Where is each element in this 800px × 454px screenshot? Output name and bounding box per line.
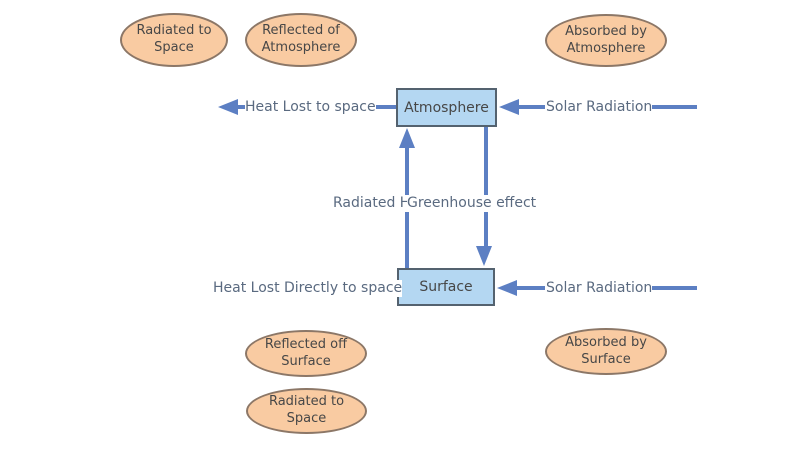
heat-lost-to-space-line <box>236 105 245 109</box>
radiated-heat-arrowhead-icon <box>399 128 415 148</box>
solar-radiation-top-arrowhead-icon <box>499 99 519 115</box>
solar-radiation-top-line <box>647 105 697 109</box>
ellipse-radiated-to-space-bottom: Radiated to Space <box>246 388 367 434</box>
ellipse-reflected-of-atmosphere: Reflected of Atmosphere <box>245 13 357 67</box>
greenhouse-effect-label: Greenhouse effect <box>407 195 537 212</box>
greenhouse-effect-line <box>484 127 488 247</box>
solar-radiation-top-line <box>518 105 545 109</box>
surface-node-label: Surface <box>419 279 473 295</box>
solar-radiation-bottom-arrowhead-icon <box>497 280 517 296</box>
solar-radiation-top-label: Solar Radiation <box>546 99 653 116</box>
ellipse-label: Radiated to Space <box>268 394 345 426</box>
ellipse-label: Absorbed by Surface <box>565 334 647 367</box>
solar-radiation-bottom-line <box>647 286 697 290</box>
ellipse-reflected-off-surface: Reflected off Surface <box>245 330 367 377</box>
heat-lost-to-space-line <box>368 105 396 109</box>
greenhouse-effect-arrowhead-icon <box>476 246 492 266</box>
heat-lost-to-space-arrowhead-icon <box>218 99 238 115</box>
heat-lost-to-space-label: Heat Lost to space <box>245 99 376 116</box>
heat-lost-directly-label: Heat Lost Directly to space <box>213 280 403 297</box>
surface-node: Surface <box>397 268 495 306</box>
ellipse-absorbed-by-atmosphere: Absorbed by Atmosphere <box>545 14 667 67</box>
ellipse-radiated-to-space-top: Radiated to Space <box>120 13 228 67</box>
ellipse-label: Absorbed by Atmosphere <box>565 23 647 56</box>
atmosphere-node: Atmosphere <box>396 88 497 127</box>
atmosphere-node-label: Atmosphere <box>404 99 489 116</box>
solar-radiation-bottom-label: Solar Radiation <box>546 280 653 297</box>
solar-radiation-bottom-line <box>516 286 545 290</box>
ellipse-label: Radiated to Space <box>136 23 212 55</box>
ellipse-label: Reflected of Atmosphere <box>261 23 341 55</box>
ellipse-label: Reflected off Surface <box>264 336 348 369</box>
ellipse-absorbed-by-surface: Absorbed by Surface <box>545 328 667 375</box>
